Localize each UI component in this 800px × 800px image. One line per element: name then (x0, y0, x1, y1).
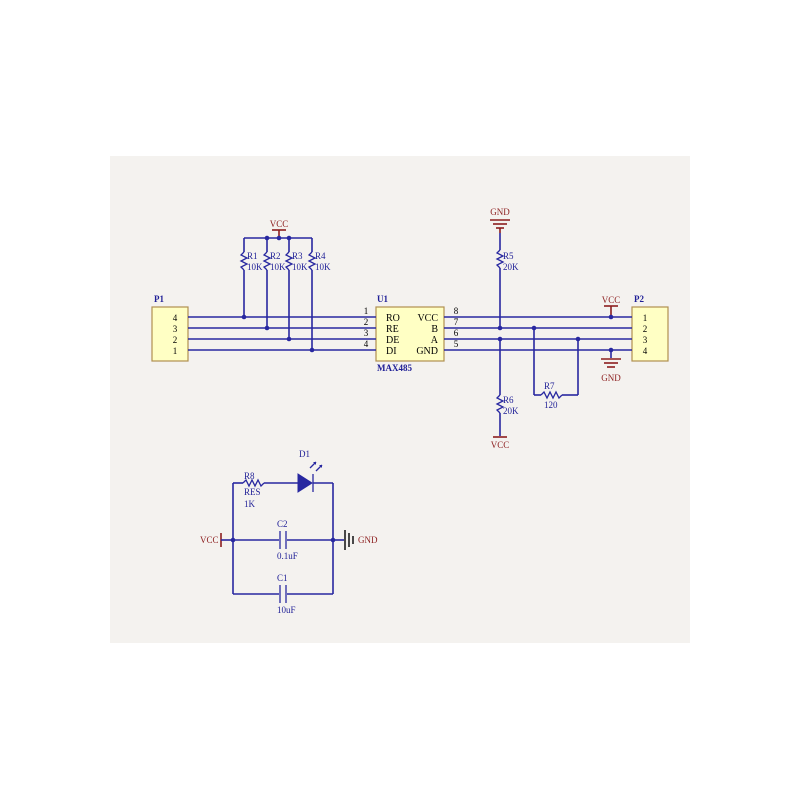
u1-pin-number: 3 (364, 328, 369, 338)
vcc-label: VCC (602, 295, 621, 305)
r6-resistor (495, 394, 505, 414)
u1-pin-number: 4 (364, 339, 369, 349)
u1-pin-name: DI (386, 346, 397, 357)
gnd-label: GND (601, 373, 621, 383)
u1-pin-name: DE (386, 335, 399, 346)
r7-ref: R7 (544, 381, 555, 391)
r8-value: RES (244, 487, 261, 497)
c1-ref: C1 (277, 573, 288, 583)
u1-pin-name: RE (386, 324, 399, 335)
vcc-label: VCC (200, 535, 219, 545)
u1-pin-name: GND (416, 346, 438, 357)
r7-termination: R7 120 (531, 325, 581, 410)
r8-value2: 1K (244, 499, 256, 509)
junction-dot (286, 336, 292, 342)
led-ray-arrow (319, 465, 322, 468)
p2-pin-label: 4 (643, 346, 648, 356)
p1-pin-label: 3 (173, 324, 178, 334)
r8-ref: R8 (244, 471, 255, 481)
junction-dot (309, 347, 315, 353)
junction-dot (575, 336, 581, 342)
c2-value: 0.1uF (277, 551, 298, 561)
r2-ref: R2 (270, 251, 281, 261)
u1-ref: U1 (377, 294, 388, 304)
r5-bias: GND R5 20K (490, 207, 519, 331)
p2-body (631, 306, 669, 362)
r2-resistor (262, 251, 272, 271)
right-bus-wires (444, 316, 632, 351)
c2-ref: C2 (277, 519, 288, 529)
ic-u1-max485: U1 MAX485 RO RE DE DI VCC B A GND 1 2 3 … (364, 294, 459, 373)
schematic-sheet (110, 156, 690, 643)
u1-pin-number: 1 (364, 306, 369, 316)
u1-pin-number: 2 (364, 317, 369, 327)
junction-dot (497, 336, 503, 342)
r5-value: 20K (503, 262, 519, 272)
r7-value: 120 (544, 400, 558, 410)
p1-body (151, 306, 189, 362)
r7-resistor (540, 390, 563, 400)
u1-pin-name: RO (386, 313, 400, 324)
connector-p1: P1 4 3 2 1 (151, 294, 189, 362)
p1-pin-label: 2 (173, 335, 178, 345)
u1-pin-number: 5 (454, 339, 459, 349)
r4-value: 10K (315, 262, 331, 272)
r1-resistor (239, 251, 249, 271)
junction-dot (497, 325, 503, 331)
u1-pin-number: 7 (454, 317, 459, 327)
p2-power: VCC GND (601, 295, 621, 383)
u1-pin-number: 6 (454, 328, 459, 338)
u1-part: MAX485 (377, 363, 412, 373)
led-d1 (297, 473, 313, 493)
r6-ref: R6 (503, 395, 514, 405)
r3-value: 10K (292, 262, 308, 272)
power-indicator-circuit: R8 RES 1K D1 VCC C2 0.1uF GND (200, 449, 378, 615)
u1-pin-name: A (431, 335, 439, 346)
r8-resistor (242, 478, 265, 488)
p1-pin-label: 4 (173, 313, 178, 323)
r6-value: 20K (503, 406, 519, 416)
junction-dot (531, 325, 537, 331)
r4-resistor (307, 251, 317, 271)
c1-value: 10uF (277, 605, 296, 615)
junction-dot (608, 347, 614, 353)
gnd-label: GND (490, 207, 510, 217)
r4-ref: R4 (315, 251, 326, 261)
p1-pin-label: 1 (173, 346, 178, 356)
p2-pin-label: 2 (643, 324, 648, 334)
junction-dot (608, 314, 614, 320)
vcc-label: VCC (270, 219, 289, 229)
u1-body (375, 306, 445, 362)
left-bus-wires (188, 316, 376, 351)
d1-ref: D1 (299, 449, 310, 459)
p2-pin-label: 3 (643, 335, 648, 345)
junction-dot (276, 235, 282, 241)
r1-value: 10K (247, 262, 263, 272)
r2-value: 10K (270, 262, 286, 272)
p2-ref: P2 (634, 294, 644, 304)
gnd-label: GND (358, 535, 378, 545)
r3-resistor (284, 251, 294, 271)
u1-pin-name: VCC (417, 313, 438, 324)
vcc-label: VCC (491, 440, 510, 450)
p1-ref: P1 (154, 294, 164, 304)
r5-resistor (495, 249, 505, 269)
junction-dot (264, 325, 270, 331)
pullup-resistors: VCC R1 10K R2 10K R3 10K R4 1 (239, 219, 331, 353)
r5-ref: R5 (503, 251, 514, 261)
u1-pin-number: 8 (454, 306, 459, 316)
connector-p2: P2 1 2 3 4 (631, 294, 669, 362)
u1-pin-name: B (431, 324, 438, 335)
r3-ref: R3 (292, 251, 303, 261)
r6-bias: VCC R6 20K (491, 336, 519, 450)
p2-pin-label: 1 (643, 313, 648, 323)
r1-ref: R1 (247, 251, 258, 261)
led-ray-arrow (313, 462, 316, 465)
junction-dot (241, 314, 247, 320)
